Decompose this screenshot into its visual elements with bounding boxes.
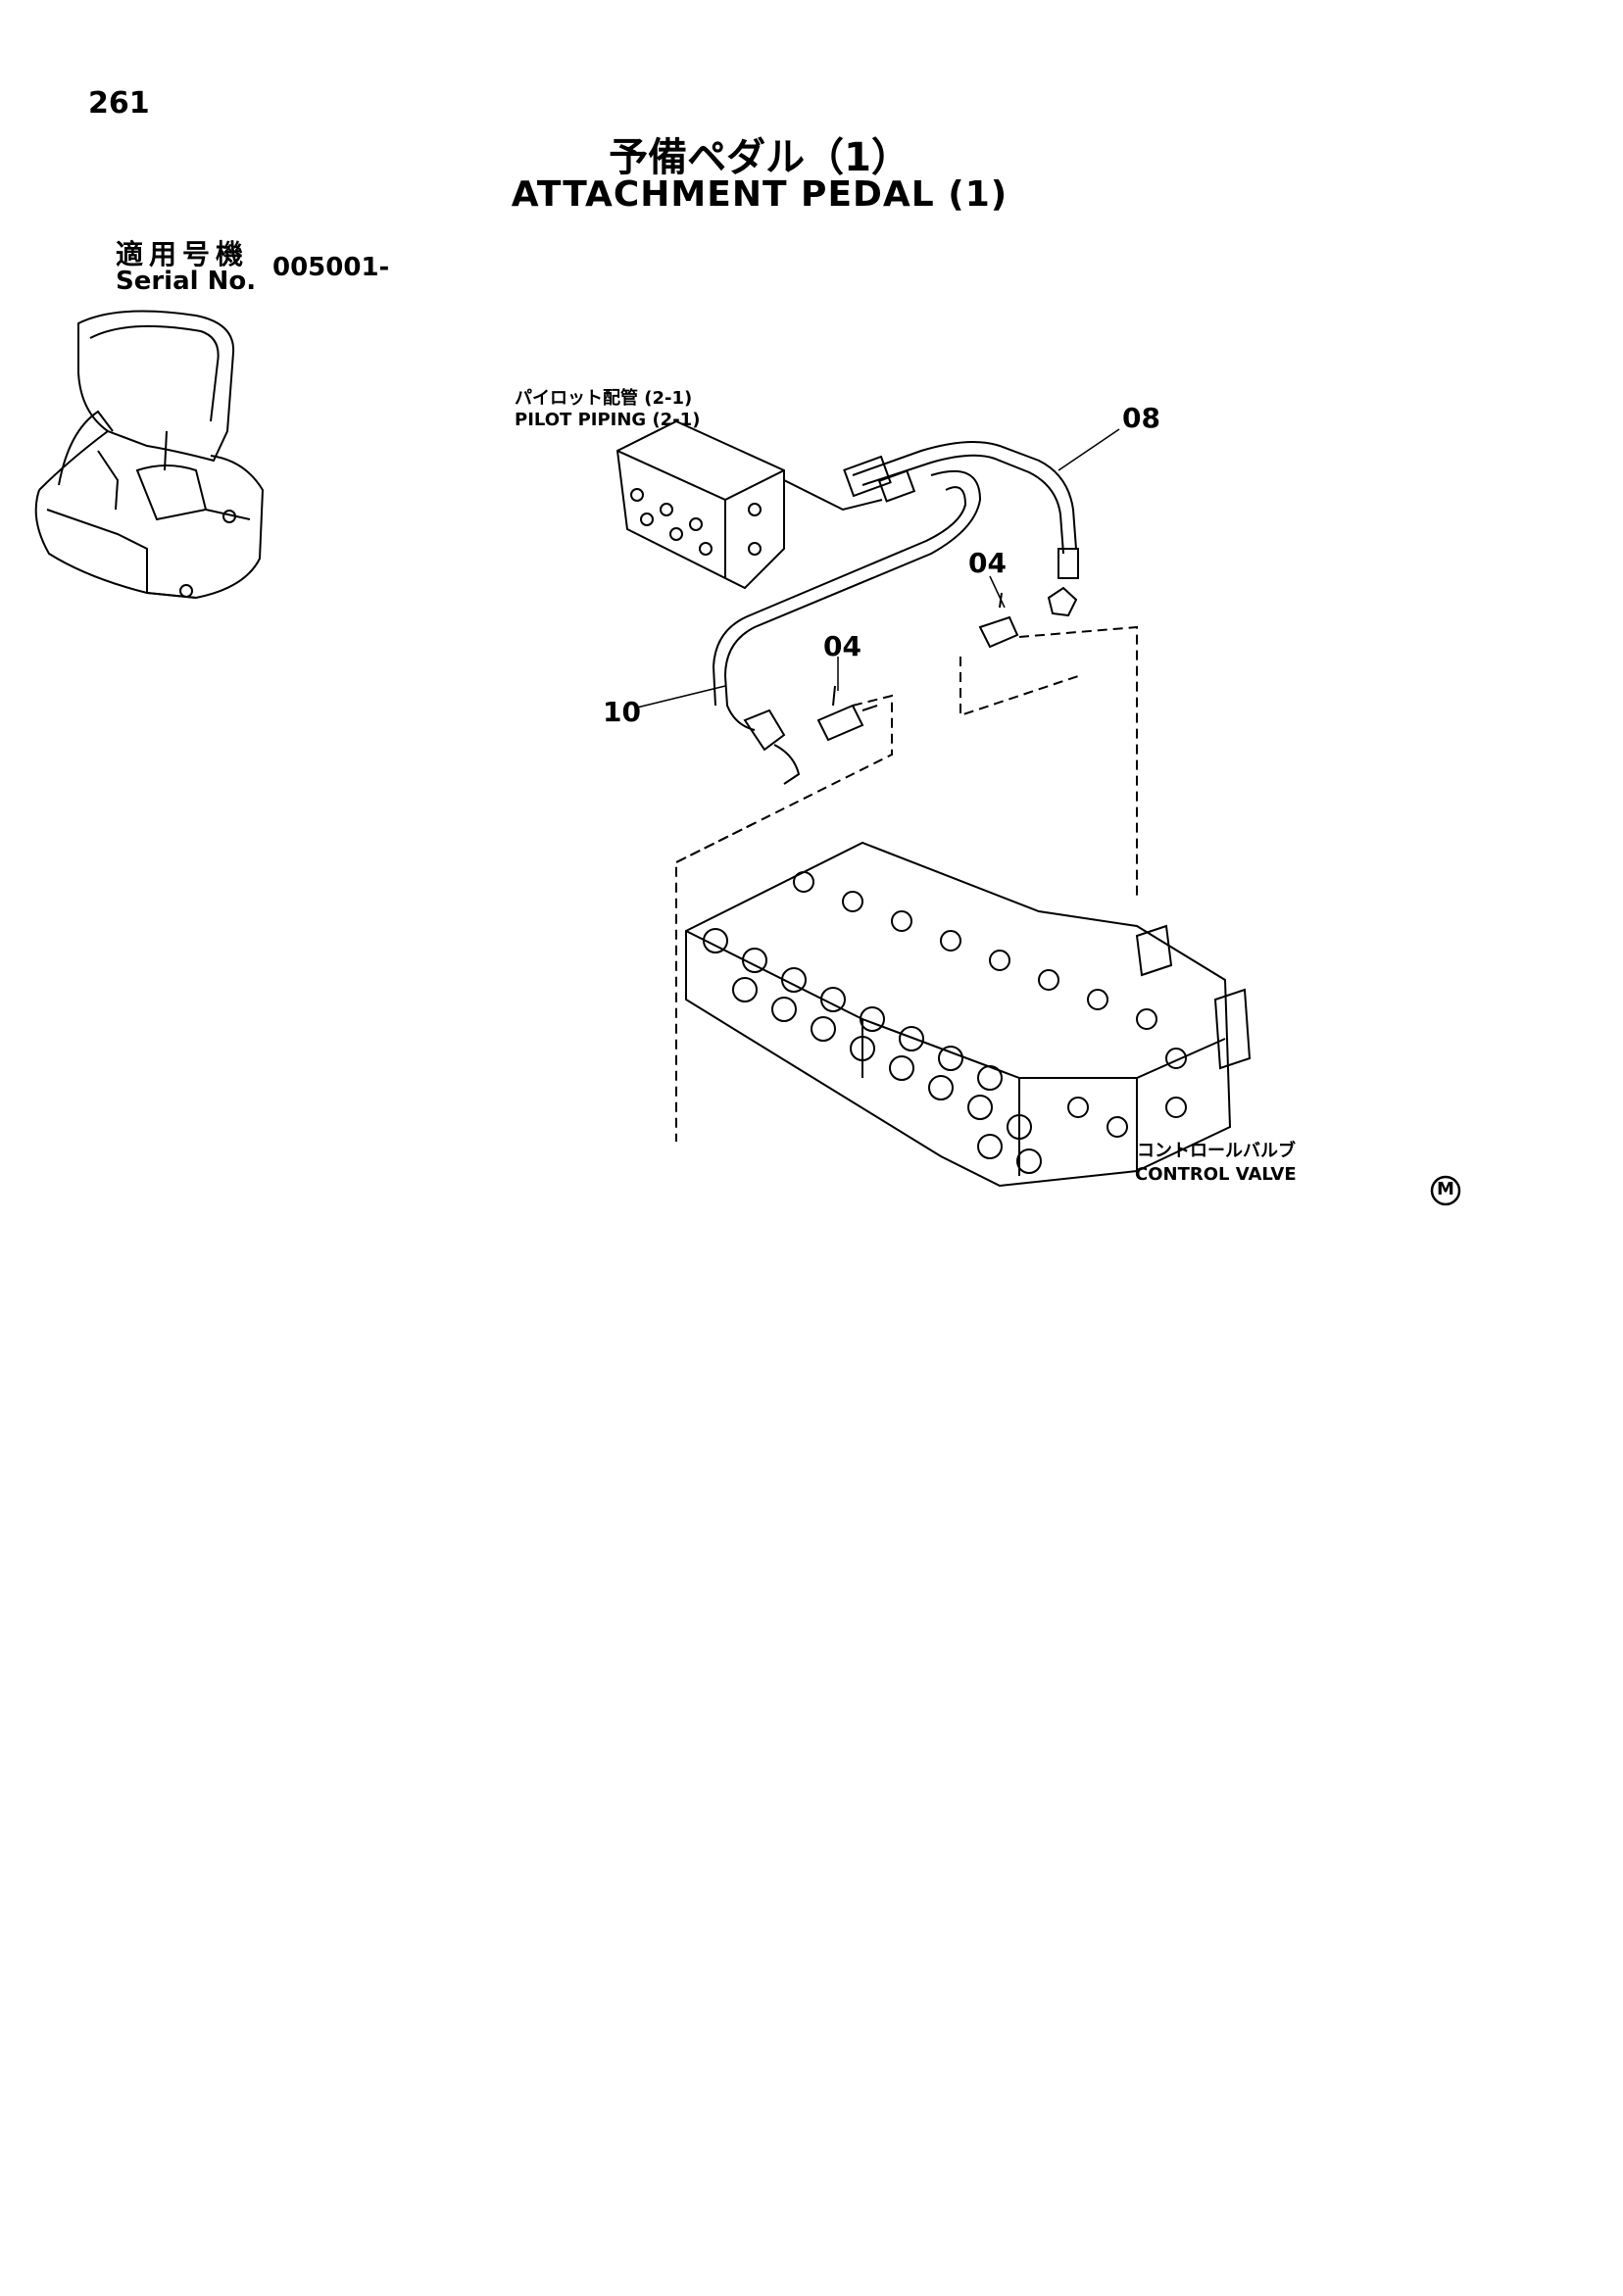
pilot-piping-block bbox=[615, 419, 883, 590]
fitting-04-left bbox=[816, 685, 878, 742]
excavator-thumbnail-icon bbox=[34, 310, 265, 600]
callout-04-left: 04 bbox=[823, 630, 861, 662]
callout-leaders bbox=[636, 428, 1120, 708]
serial-label-english: Serial No. bbox=[116, 267, 257, 296]
pilot-piping-label-jp: パイロット配管 (2-1) bbox=[515, 388, 693, 409]
title-japanese: 予備ペダル（1） bbox=[609, 135, 910, 180]
mark-letter: M bbox=[1437, 1179, 1454, 1199]
guide-lines bbox=[675, 625, 1138, 1142]
pilot-piping-label-en: PILOT PIPING (2-1) bbox=[515, 410, 701, 430]
fitting-04-right bbox=[978, 592, 1019, 649]
hose-10 bbox=[712, 470, 982, 785]
control-valve bbox=[685, 841, 1252, 1188]
control-valve-label-en: CONTROL VALVE bbox=[1135, 1164, 1297, 1185]
callout-08: 08 bbox=[1122, 402, 1160, 434]
serial-value: 005001- bbox=[272, 253, 390, 282]
callout-04-right: 04 bbox=[968, 547, 1007, 579]
title-english: ATTACHMENT PEDAL (1) bbox=[511, 174, 1008, 215]
page-number: 261 bbox=[88, 86, 150, 121]
mark-circle-icon bbox=[1430, 1175, 1461, 1206]
hose-08 bbox=[843, 441, 1079, 617]
serial-label-japanese: 適用号機 bbox=[116, 238, 250, 270]
callout-10: 10 bbox=[603, 696, 641, 728]
control-valve-label-jp: コントロールバルブ bbox=[1137, 1141, 1296, 1161]
